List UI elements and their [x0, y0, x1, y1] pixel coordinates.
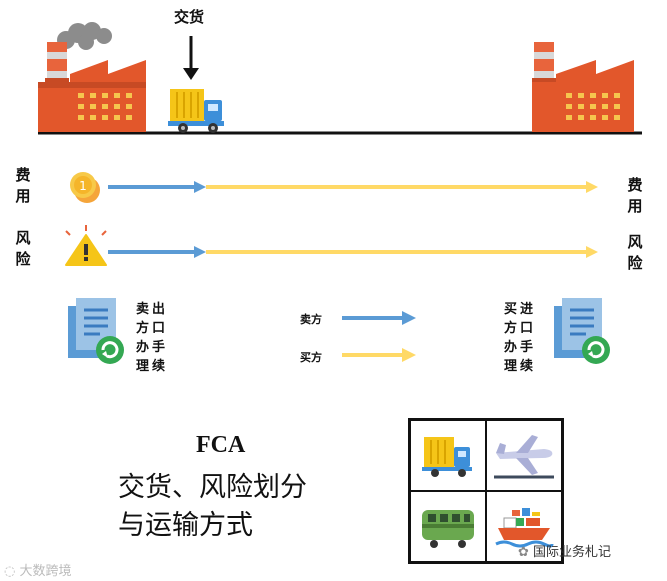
legend-seller-arrow [342, 311, 416, 325]
title: FCA [196, 432, 246, 458]
delivery-truck-icon [168, 89, 224, 133]
transport-cell-rail [410, 491, 486, 562]
svg-text:1: 1 [79, 179, 87, 193]
risk-transfer [65, 225, 598, 266]
legend-buyer-arrow [342, 348, 416, 362]
train-icon [422, 509, 474, 548]
seller-factory-icon [38, 22, 146, 132]
export-procedures-text: 卖出方口办手理续 [136, 302, 169, 374]
truck-icon [422, 436, 472, 477]
transport-cell-truck [410, 420, 486, 491]
transport-cell-sea [486, 491, 562, 562]
delivery-arrow [183, 36, 199, 80]
watermark-logo-icon: ◌ [4, 564, 16, 579]
legend-arrows [342, 311, 416, 362]
cost-label-right: 费用 [627, 176, 643, 215]
cost-buyer-arrow [206, 181, 598, 193]
risk-label-left: 风险 [15, 229, 31, 268]
airplane-icon [494, 434, 554, 478]
warning-icon [65, 225, 107, 266]
cost-transfer: 1 [70, 172, 598, 203]
import-procedures-text: 买进方口办手理续 [504, 302, 537, 374]
legend-buyer-label: 买方 [300, 351, 322, 364]
wechat-icon: ✿ [518, 545, 529, 560]
export-document-icon [68, 298, 124, 364]
legend-seller-label: 卖方 [300, 313, 322, 326]
cost-label-left: 费用 [15, 166, 31, 205]
transport-cell-air [486, 420, 562, 491]
buyer-factory-icon [532, 42, 634, 132]
transport-modes-grid [408, 418, 564, 564]
risk-buyer-arrow [206, 246, 598, 258]
watermark-right: ✿ 国际业务札记 [518, 545, 612, 560]
coin-icon: 1 [70, 172, 100, 203]
risk-label-right: 风险 [627, 233, 643, 272]
caption-line-1: 交货、风险划分 [118, 472, 307, 503]
caption-line-2: 与运输方式 [118, 510, 253, 541]
watermark-left: ◌ 大数跨境 [4, 564, 72, 579]
risk-seller-arrow [108, 246, 206, 258]
ship-icon [495, 507, 554, 547]
cost-seller-arrow [108, 181, 206, 193]
delivery-label: 交货 [174, 8, 205, 26]
import-document-icon [554, 298, 610, 364]
shipping-scene [38, 22, 642, 135]
